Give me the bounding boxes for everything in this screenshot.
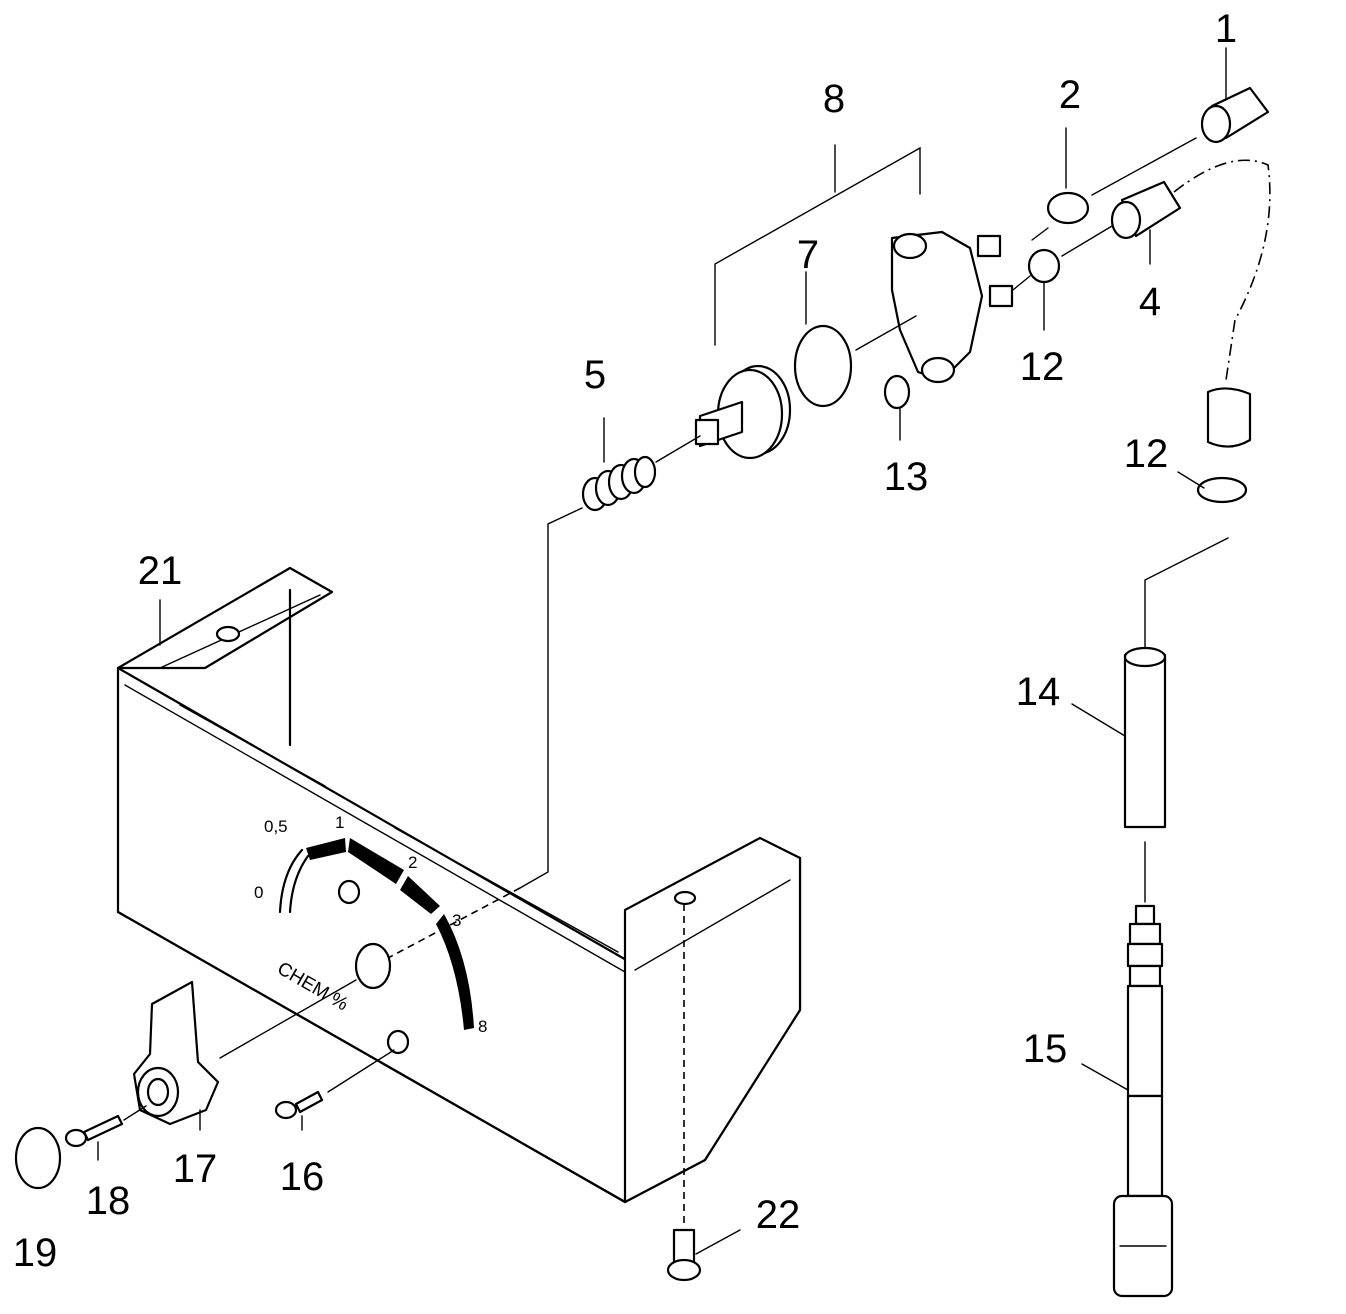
cap-part-19 xyxy=(14,1126,62,1190)
dial-mark-8: 8 xyxy=(478,1017,487,1036)
callout-8: 8 xyxy=(823,77,845,121)
hose-part-4 xyxy=(1110,180,1182,240)
callout-19: 19 xyxy=(13,1231,58,1275)
dial-mark-0: 0 xyxy=(254,883,263,902)
screw-part-22 xyxy=(666,1228,702,1282)
callout-18: 18 xyxy=(86,1179,131,1223)
hose-part-1 xyxy=(1200,86,1270,144)
oring-part-13 xyxy=(883,374,911,410)
leader-lines xyxy=(97,47,1229,1255)
suction-filter-part-15 xyxy=(1112,904,1174,1298)
dial-mark-1: 1 xyxy=(335,813,344,832)
hose-end-upper xyxy=(1206,387,1252,448)
callout-1: 1 xyxy=(1215,7,1237,51)
callout-7: 7 xyxy=(797,233,819,277)
bracket-part-21 xyxy=(116,566,802,1204)
suction-tube-part-14 xyxy=(1123,646,1167,829)
clamp-part-12-upper xyxy=(1027,248,1061,284)
dial-mark-2: 2 xyxy=(408,853,417,872)
callout-12-lower: 12 xyxy=(1124,432,1169,476)
clamp-part-2 xyxy=(1046,191,1090,225)
callout-4: 4 xyxy=(1139,280,1161,324)
callout-22: 22 xyxy=(756,1193,801,1237)
callout-21: 21 xyxy=(138,549,183,593)
callout-16: 16 xyxy=(280,1155,325,1199)
callout-14: 14 xyxy=(1016,670,1061,714)
callout-13: 13 xyxy=(884,455,929,499)
spring-part-5 xyxy=(581,455,657,512)
screw-part-16 xyxy=(274,1090,324,1120)
callout-12-upper: 12 xyxy=(1020,345,1065,389)
valve-housing-part-8 xyxy=(890,230,1014,384)
oring-part-7 xyxy=(793,324,853,408)
knob-part-17 xyxy=(132,980,220,1126)
callout-15: 15 xyxy=(1023,1027,1068,1071)
valve-piston xyxy=(694,364,792,460)
callout-2: 2 xyxy=(1059,73,1081,117)
screw-part-18 xyxy=(64,1114,124,1148)
callout-5: 5 xyxy=(584,353,606,397)
callout-17: 17 xyxy=(173,1147,218,1191)
dial-mark-0-5: 0,5 xyxy=(264,817,288,836)
dial-mark-3: 3 xyxy=(452,911,461,930)
clamp-part-12-lower xyxy=(1196,476,1248,504)
